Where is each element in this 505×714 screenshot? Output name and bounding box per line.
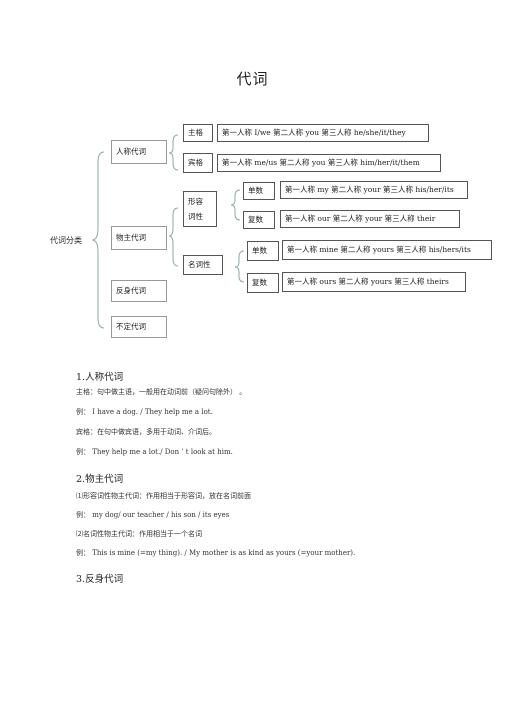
section-line: 例： my dog/ our teacher / his son / its e… [76, 511, 230, 519]
noun-singular-node: 单数 [247, 241, 279, 261]
noun-plural-node: 复数 [247, 273, 279, 293]
section-line: 例： They help me a lot./ Don ’ t look at … [76, 448, 233, 456]
reflexive-pronoun-node: 反身代词 [111, 280, 167, 302]
section-heading-personal: 1.人称代词 [76, 372, 124, 383]
root-category: 代词分类 [50, 236, 82, 245]
subject-case-node: 主格 [183, 124, 213, 142]
section-heading-reflexive: 3.反身代词 [76, 574, 124, 585]
section-line: 例： I have a dog. / They help me a lot. [76, 408, 213, 416]
section-line: ⑴形容词性物主代词：作用相当于形容词，放在名词前面 [76, 492, 251, 500]
personal-pronoun-node: 人称代词 [111, 140, 167, 164]
page-title: 代词 [236, 70, 269, 88]
adjective-label-line1: 形容 [188, 196, 203, 206]
noun-singular-detail: 第一人称 mine 第二人称 yours 第三人称 his/hers/its [282, 240, 492, 260]
section-heading-possessive: 2.物主代词 [76, 474, 124, 485]
noun-possessive-node: 名词性 [183, 255, 223, 275]
section-line: ⑵名词性物主代词：作用相当于一个名词 [76, 530, 202, 538]
possessive-pronoun-node: 物主代词 [111, 226, 167, 250]
section-line: 例： This is mine (=my thing). / My mother… [76, 549, 356, 557]
adjective-label-line2: 词性 [188, 212, 203, 221]
section-line: 宾格：在句中做宾语，多用于动词、介词后。 [76, 428, 216, 436]
section-line: 主格：句中做主语，一般用在动词前（疑问句除外） 。 [76, 388, 247, 396]
adjective-plural-node: 复数 [243, 211, 275, 229]
adjective-singular-node: 单数 [243, 182, 275, 200]
subject-case-detail: 第一人称 I/we 第二人称 you 第三人称 he/she/it/they [217, 124, 429, 142]
object-case-node: 宾格 [183, 153, 213, 173]
adjective-singular-detail: 第一人称 my 第二人称 your 第三人称 his/her/its [280, 181, 468, 199]
adjective-possessive-node: 形容 词性 [183, 191, 217, 227]
object-case-detail: 第一人称 me/us 第二人称 you 第三人称 him/her/it/them [217, 154, 441, 172]
adjective-plural-detail: 第一人称 our 第二人称 your 第三人称 their [280, 210, 460, 228]
indefinite-pronoun-node: 不定代词 [111, 316, 167, 338]
noun-plural-detail: 第一人称 ours 第二人称 yours 第三人称 theirs [282, 272, 466, 292]
